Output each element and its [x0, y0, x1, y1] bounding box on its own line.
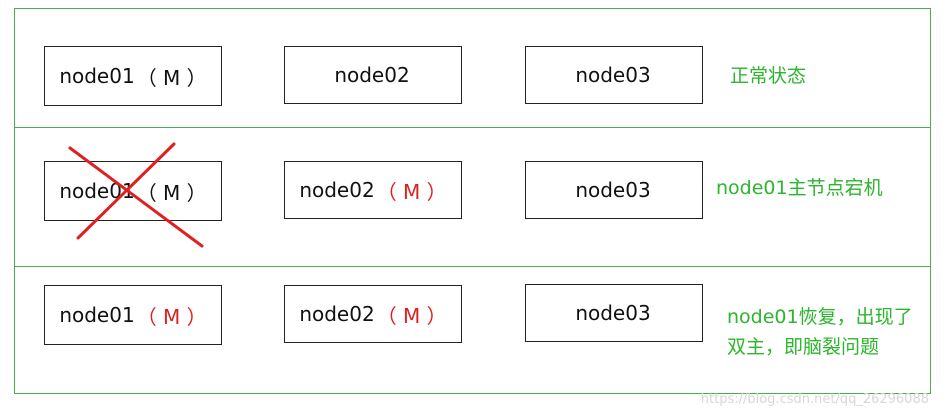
- diagram-frame: [14, 8, 931, 394]
- node-label: node03: [575, 63, 651, 87]
- master-marker: （ M ）: [136, 180, 207, 205]
- row-divider-1: [14, 127, 931, 128]
- master-marker: （ M ）: [376, 179, 447, 204]
- watermark-text: https://blog.csdn.net/qq_26296088: [700, 392, 929, 407]
- note-line: 正常状态: [730, 65, 807, 87]
- note-line: 双主，即脑裂问题: [727, 336, 880, 358]
- node-label: node01: [59, 303, 135, 327]
- node-label: node02: [334, 63, 410, 87]
- row2-node02-box: node02 （ M ）: [284, 161, 462, 219]
- node-label: node02: [299, 302, 375, 326]
- row2-note: node01主节点宕机: [716, 173, 883, 203]
- row1-node02-box: node02: [284, 46, 462, 104]
- master-marker: （ M ）: [376, 303, 447, 328]
- node-label: node01: [59, 179, 135, 203]
- row3-note: node01恢复，出现了 双主，即脑裂问题: [727, 302, 913, 362]
- node-label: node03: [575, 178, 651, 202]
- row2-node03-box: node03: [525, 161, 703, 219]
- row1-node03-box: node03: [525, 46, 703, 104]
- master-marker: （ M ）: [136, 304, 207, 329]
- row3-node02-box: node02 （ M ）: [284, 285, 462, 343]
- row2-node01-box: node01 （ M ）: [44, 161, 222, 221]
- row3-node01-box: node01 （ M ）: [44, 285, 222, 345]
- node-label: node03: [575, 301, 651, 325]
- note-line: node01主节点宕机: [716, 177, 883, 199]
- node-label: node01: [59, 64, 135, 88]
- master-marker: （ M ）: [136, 65, 207, 90]
- node-label: node02: [299, 178, 375, 202]
- row1-note: 正常状态: [730, 61, 806, 91]
- row-divider-2: [14, 266, 931, 267]
- row3-node03-box: node03: [525, 284, 703, 342]
- row1-node01-box: node01 （ M ）: [44, 46, 222, 106]
- note-line: node01恢复，出现了: [727, 306, 913, 328]
